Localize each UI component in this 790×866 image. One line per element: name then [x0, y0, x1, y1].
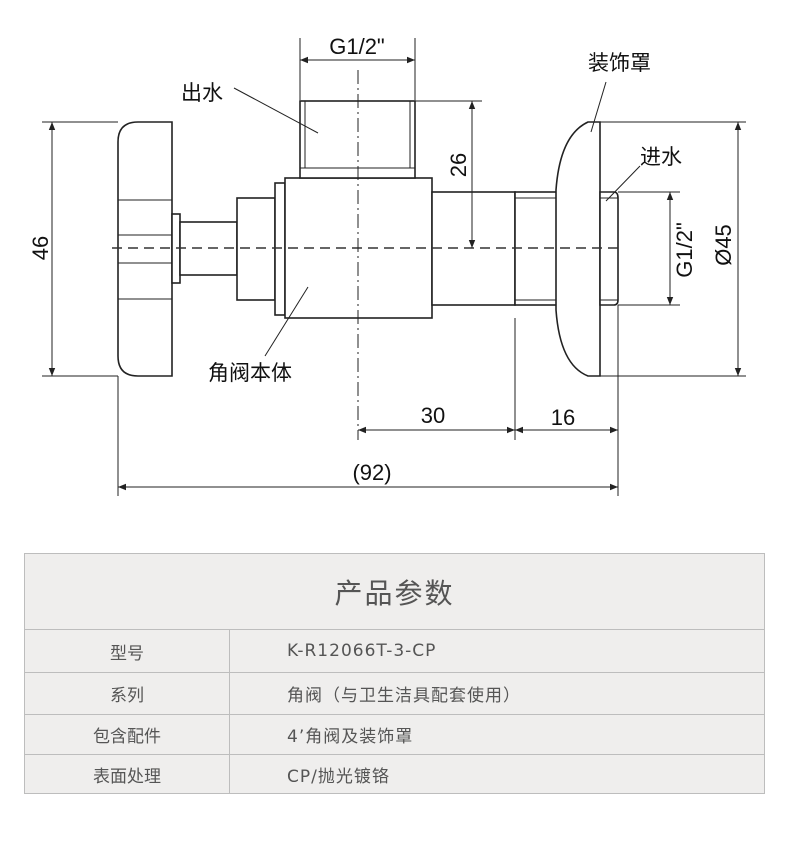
spec-key: 包含配件 — [25, 715, 230, 754]
dim-nut-to-end: 16 — [551, 405, 575, 430]
spec-table-title: 产品参数 — [25, 554, 764, 630]
dim-outlet-height: 26 — [446, 153, 471, 177]
spec-table: 产品参数 型号 K-R12066T-3-CP 系列 角阀（与卫生洁具配套使用） … — [24, 553, 765, 794]
spec-key: 系列 — [25, 673, 230, 714]
leader-outlet — [233, 87, 319, 134]
spec-value: 4’角阀及装饰罩 — [287, 727, 414, 747]
escutcheon — [555, 121, 601, 377]
body-flange — [274, 182, 286, 316]
spec-value: K-R12066T-3-CP — [287, 641, 437, 661]
dim-body-to-nut: 30 — [421, 403, 445, 428]
leader-valve-body — [264, 286, 309, 357]
leader-inlet — [605, 165, 641, 202]
dim-outlet-thread: G1/2" — [329, 34, 385, 59]
label-outlet: 出水 — [181, 81, 223, 105]
dim-escutcheon-diameter: Ø45 — [711, 224, 736, 266]
leader-escutcheon — [590, 81, 607, 133]
dim-overall-length: (92) — [352, 460, 391, 485]
dim-inlet-thread: G1/2" — [672, 222, 697, 278]
spec-key: 表面处理 — [25, 755, 230, 793]
label-escutcheon: 装饰罩 — [588, 51, 651, 75]
packing-nut — [236, 197, 276, 301]
label-valve-body: 角阀本体 — [208, 361, 292, 385]
table-row: 包含配件 4’角阀及装饰罩 — [25, 715, 764, 755]
spec-key: 型号 — [25, 630, 230, 672]
spec-value: CP/抛光镀铬 — [287, 766, 390, 787]
handle — [117, 121, 173, 377]
angle-valve-technical-drawing: G1/2" 26 46 G1/2" Ø45 30 16 (92) 出水 装饰罩 … — [28, 34, 746, 496]
table-row: 型号 K-R12066T-3-CP — [25, 630, 764, 673]
table-row: 系列 角阀（与卫生洁具配套使用） — [25, 673, 764, 715]
table-row: 表面处理 CP/抛光镀铬 — [25, 755, 764, 793]
dim-handle-height: 46 — [28, 236, 53, 260]
spec-value: 角阀（与卫生洁具配套使用） — [287, 686, 521, 706]
label-inlet: 进水 — [640, 145, 682, 169]
